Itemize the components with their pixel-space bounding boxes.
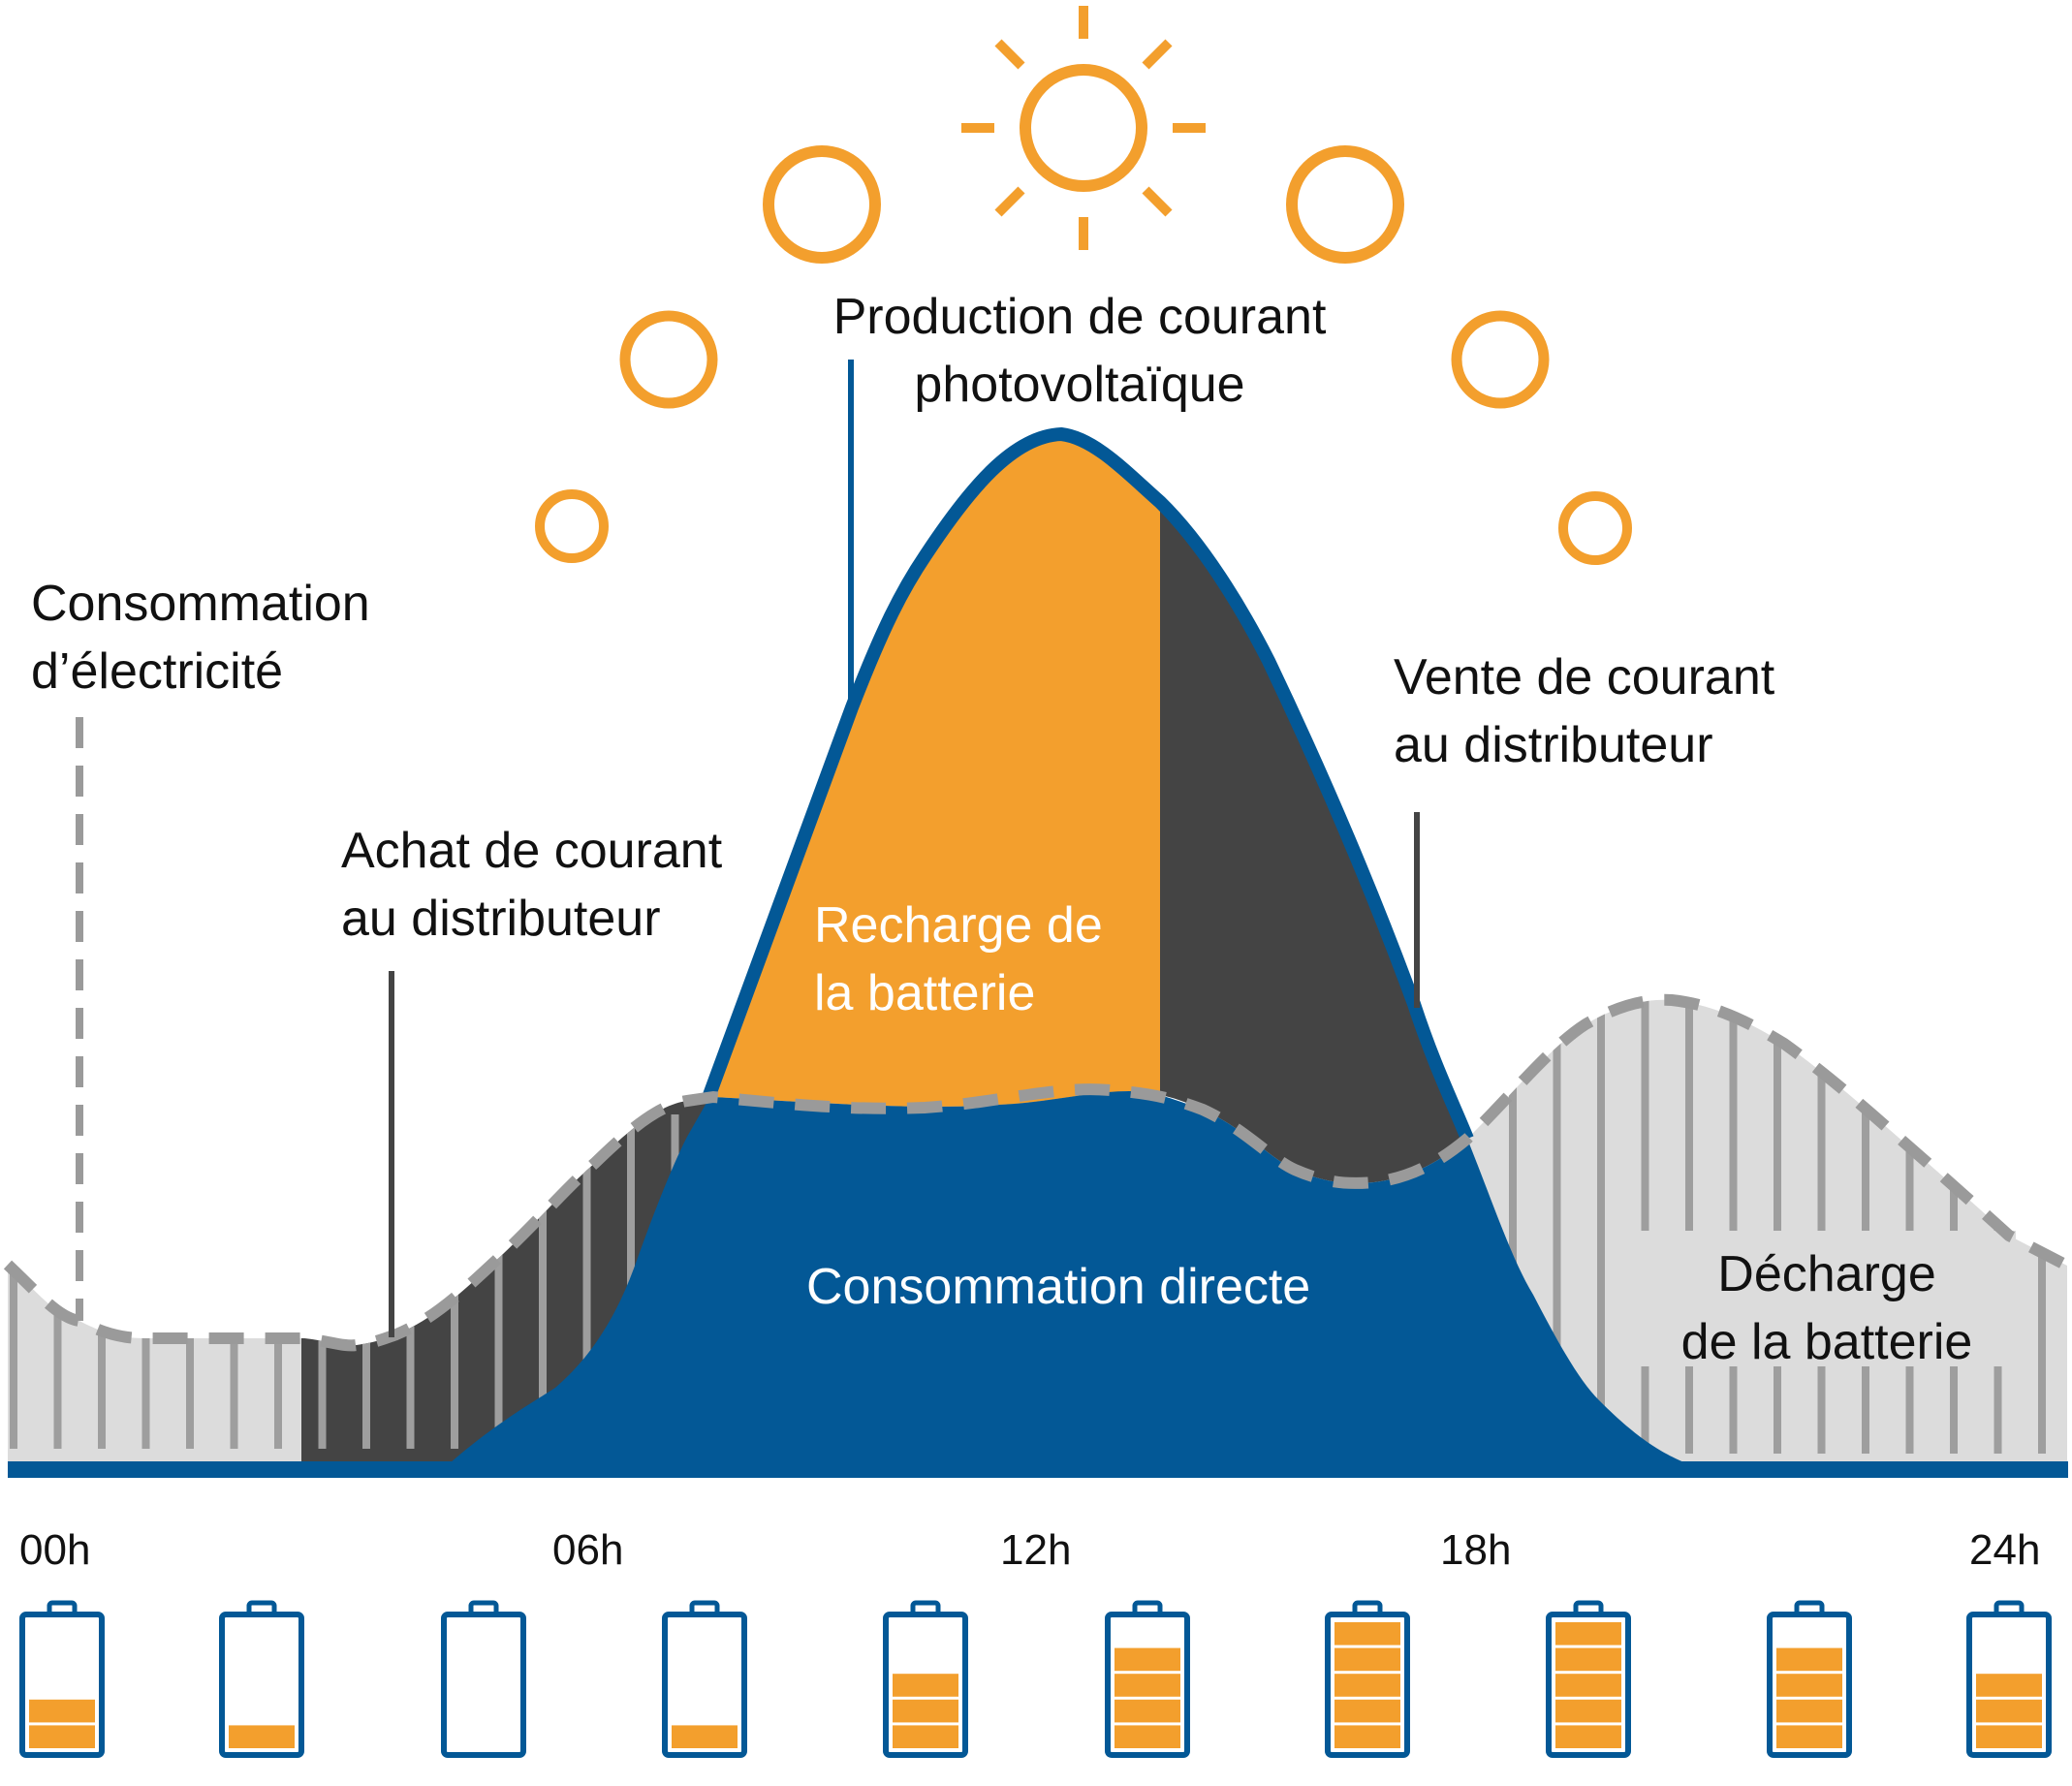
- discharge-label-backdrop: [1638, 1231, 2016, 1366]
- purchase-label-line1: Achat de courant: [341, 823, 723, 879]
- circle-icon: [1558, 491, 1632, 565]
- purchase-label: Achat de courant au distributeur: [341, 817, 722, 953]
- time-label-00h: 00h: [19, 1526, 91, 1574]
- sale-label-line2: au distributeur: [1394, 717, 1713, 773]
- battery-icon: [219, 1600, 304, 1758]
- sun-icon: [961, 6, 1206, 250]
- battery-charge-segment: [1114, 1725, 1180, 1748]
- battery-row: [19, 1600, 2052, 1758]
- production-label-line1: Production de courant: [832, 289, 1327, 345]
- battery-icon: [441, 1600, 526, 1758]
- circle-icon: [1286, 145, 1404, 264]
- recharge-label-line1: Recharge de: [814, 897, 1103, 954]
- consumption-label-line2: d’électricité: [31, 643, 284, 700]
- battery-icon: [1325, 1600, 1410, 1758]
- discharge-label-line1: Décharge: [1717, 1246, 1936, 1302]
- battery-charge-segment: [1776, 1699, 1842, 1723]
- battery-charge-segment: [1114, 1699, 1180, 1723]
- sale-label-line1: Vente de courant: [1394, 649, 1775, 705]
- battery-charge-segment: [893, 1725, 958, 1748]
- time-label-24h: 24h: [1969, 1526, 2041, 1574]
- recharge-label: Recharge de la batterie: [814, 892, 1103, 1027]
- production-label: Production de courant photovoltaïque: [789, 283, 1370, 419]
- baseline-bar: [8, 1461, 2068, 1478]
- battery-charge-segment: [1776, 1674, 1842, 1697]
- battery-charge-segment: [1334, 1622, 1400, 1645]
- battery-charge-segment: [1776, 1647, 1842, 1672]
- direct-consumption-region: [450, 1090, 1691, 1465]
- battery-charge-segment: [893, 1699, 958, 1723]
- battery-charge-segment: [1776, 1725, 1842, 1748]
- production-label-line2: photovoltaïque: [914, 357, 1245, 413]
- battery-icon: [1105, 1600, 1190, 1758]
- battery-charge-segment: [1555, 1725, 1621, 1748]
- circle-icon: [1451, 310, 1550, 409]
- battery-icon: [1966, 1600, 2052, 1758]
- battery-charge-segment: [29, 1699, 95, 1723]
- pv-production-curve: [700, 427, 1474, 1142]
- battery-charge-segment: [893, 1674, 958, 1697]
- battery-charge-segment: [29, 1725, 95, 1748]
- sale-label: Vente de courant au distributeur: [1394, 643, 1774, 779]
- battery-charge-segment: [1334, 1647, 1400, 1672]
- consumption-label-line1: Consommation: [31, 576, 370, 632]
- battery-charge-segment: [1334, 1699, 1400, 1723]
- battery-charge-segment: [672, 1725, 738, 1748]
- time-label-12h: 12h: [1000, 1526, 1072, 1574]
- battery-charge-segment: [1114, 1674, 1180, 1697]
- battery-charge-segment: [1334, 1725, 1400, 1748]
- battery-charge-segment: [1114, 1647, 1180, 1672]
- battery-icon: [19, 1600, 105, 1758]
- circle-icon: [535, 489, 609, 563]
- purchase-label-line2: au distributeur: [341, 891, 661, 947]
- battery-icon: [662, 1600, 747, 1758]
- battery-icon: [1546, 1600, 1631, 1758]
- consumption-label: Consommation d’électricité: [31, 570, 370, 705]
- battery-icon: [883, 1600, 968, 1758]
- direct-consumption-label: Consommation directe: [806, 1259, 1311, 1315]
- battery-charge-segment: [1555, 1622, 1621, 1645]
- sale-region: [1160, 502, 1467, 1183]
- discharge-label-line2: de la batterie: [1680, 1314, 1973, 1370]
- battery-icon: [1767, 1600, 1852, 1758]
- battery-charge-segment: [1976, 1699, 2042, 1723]
- circle-icon: [763, 145, 881, 264]
- battery-charge-segment: [229, 1725, 295, 1748]
- time-label-18h: 18h: [1440, 1526, 1512, 1574]
- time-label-06h: 06h: [552, 1526, 624, 1574]
- consumption-dashed-curve: [3, 993, 2070, 1352]
- circle-icon: [619, 310, 718, 409]
- battery-charge-segment: [1555, 1647, 1621, 1672]
- recharge-label-line2: la batterie: [814, 965, 1036, 1021]
- battery-charge-segment: [1976, 1725, 2042, 1748]
- battery-charge-segment: [1555, 1699, 1621, 1723]
- recharge-region: [706, 436, 1160, 1108]
- discharge-label: Décharge de la batterie: [1628, 1240, 2025, 1376]
- battery-charge-segment: [1555, 1674, 1621, 1697]
- battery-charge-segment: [1334, 1674, 1400, 1697]
- battery-charge-segment: [1976, 1674, 2042, 1697]
